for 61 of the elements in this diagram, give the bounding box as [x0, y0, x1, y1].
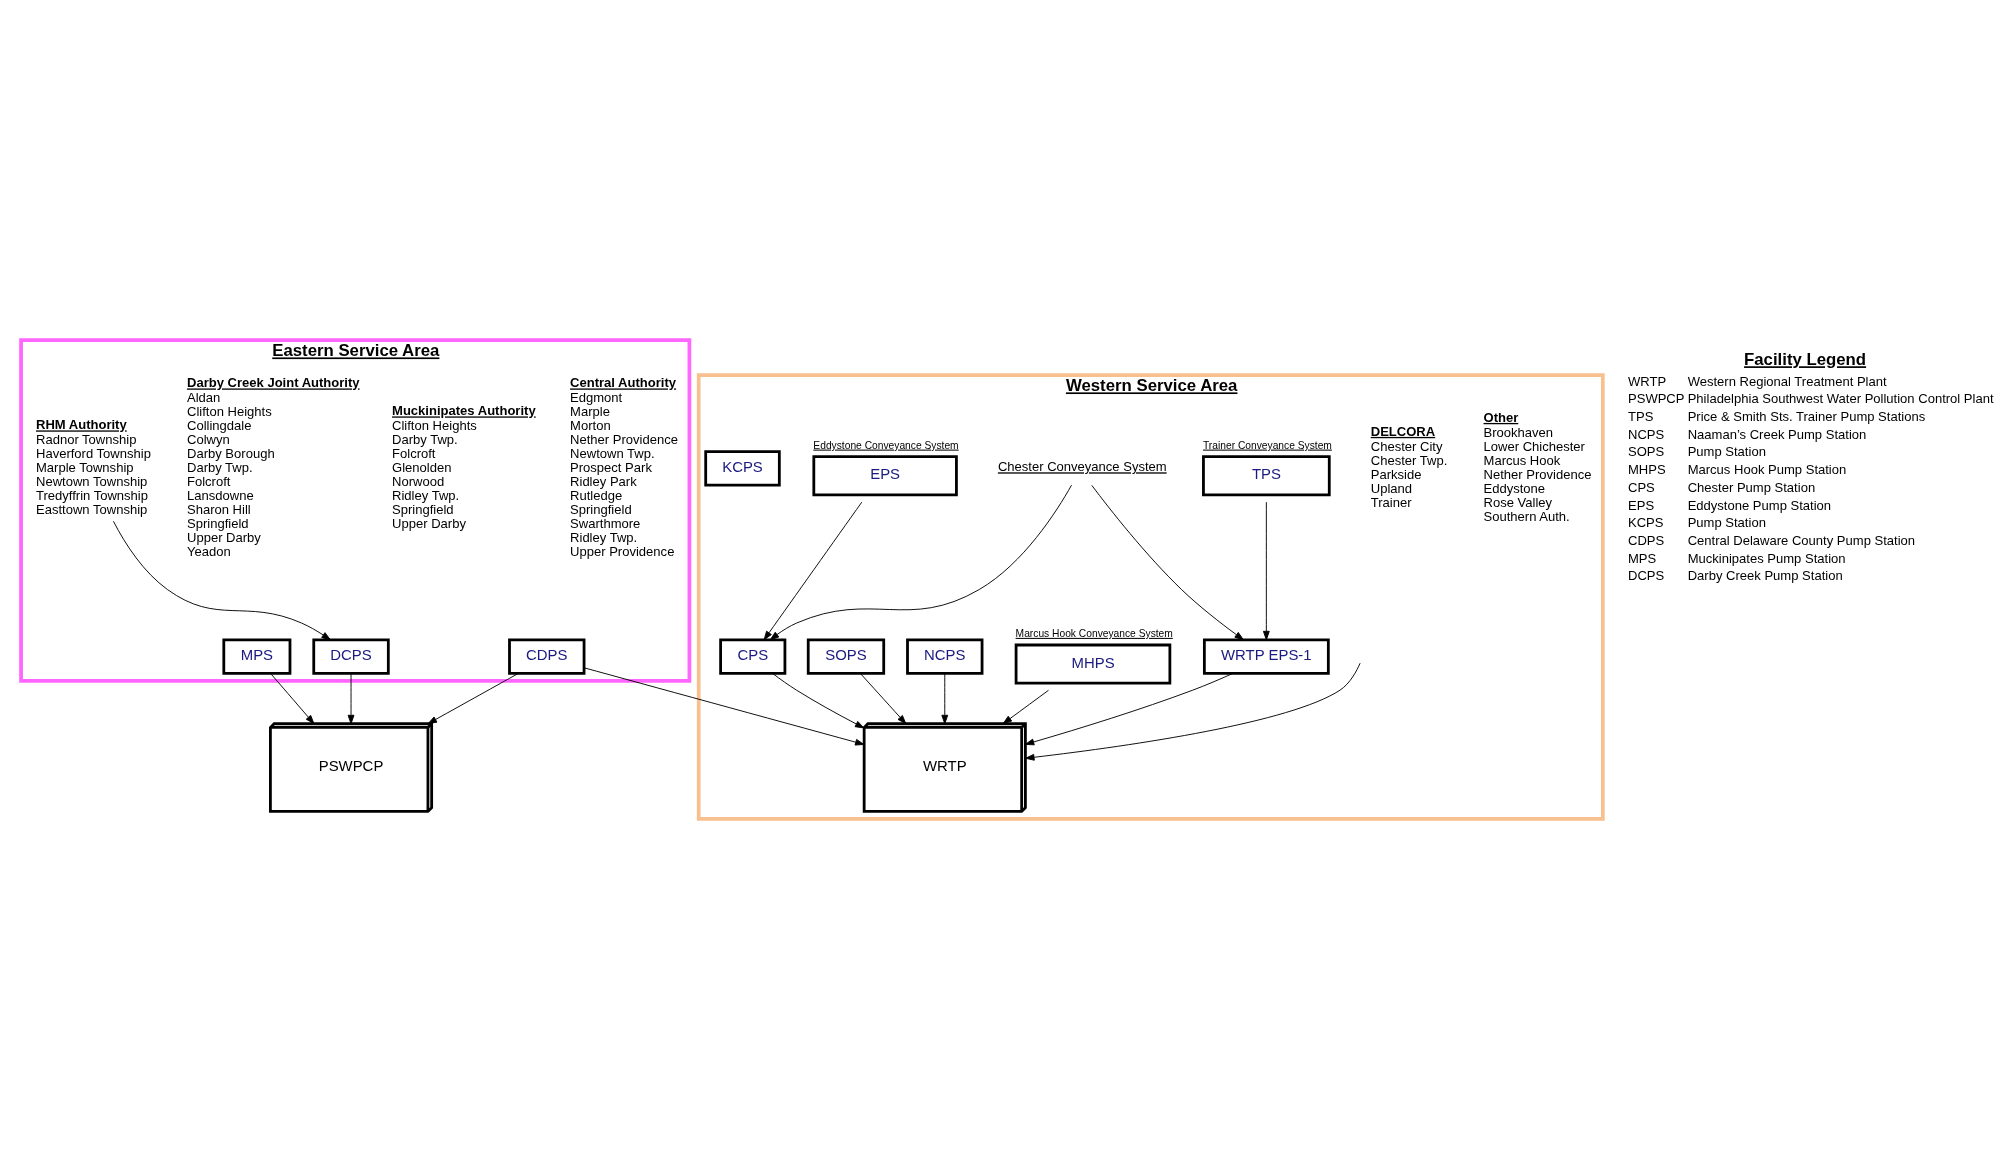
- arrow: [270, 672, 315, 724]
- label: Eddystone Pump Station: [1687, 497, 1832, 513]
- label: PSWPCP: [1628, 390, 1685, 406]
- node-label: Eddystone Conveyance System: [813, 439, 959, 451]
- arrow: [769, 484, 1072, 640]
- node-box: SOPS: [806, 637, 886, 675]
- node-box: MHPS: [1014, 643, 1172, 685]
- label: CDPS: [1628, 532, 1665, 548]
- label: Pump Station: [1687, 514, 1766, 530]
- label: TPS: [1628, 408, 1654, 424]
- label: Darby Creek Pump Station: [1687, 567, 1843, 583]
- label: Philadelphia Southwest Water Pollution Control Plant: [1687, 390, 1994, 406]
- node-text: Central Authority Edgmont Marple Morton Nether Providence Newtown Twp. Prospect Park Ridley Park Rutledge Springfield Swarthmore Ridley Twp. Upper Providence: [570, 374, 679, 559]
- arrow: [427, 672, 519, 724]
- node-box: TPS: [1202, 454, 1331, 496]
- node-box: KCPS: [704, 449, 781, 487]
- label: DCPS: [1628, 567, 1665, 583]
- arrow: [1024, 672, 1234, 745]
- node-box: CPS: [719, 637, 787, 675]
- arrow: [772, 672, 865, 728]
- arrow: [859, 672, 907, 724]
- node-text: Muckinipates Authority Clifton Heights Darby Twp. Folcroft Glenolden Norwood Ridley Twp. Springfield Upper Darby: [392, 402, 536, 531]
- arrow: [112, 520, 331, 640]
- label: Pump Station: [1687, 443, 1766, 459]
- label: Naaman’s Creek Pump Station: [1687, 426, 1867, 442]
- node-box: CDPS: [508, 637, 586, 675]
- label: CPS: [1628, 479, 1655, 495]
- arrow: [583, 666, 865, 746]
- node-box: EPS: [812, 454, 958, 496]
- arrow: [347, 672, 355, 724]
- label: Price & Smith Sts. Trainer Pump Stations: [1687, 408, 1926, 424]
- node-text: RHM Authority Radnor Township Haverford Township Marple Township Newtown Township Tredyffrin Township Easttown Township: [35, 416, 151, 517]
- label: KCPS: [1628, 514, 1664, 530]
- label: Marcus Hook Pump Station: [1687, 461, 1847, 477]
- label: NCPS: [1628, 426, 1665, 442]
- label: MPS: [1628, 550, 1657, 566]
- label: EPS: [1628, 497, 1655, 513]
- arrow: [941, 672, 949, 724]
- label: Facility Legend: [1744, 349, 1867, 369]
- node-label: Marcus Hook Conveyance System: [1015, 627, 1173, 639]
- node-label: Trainer Conveyance System: [1202, 439, 1332, 451]
- node-box: DCPS: [312, 637, 390, 675]
- label: Chester Pump Station: [1687, 479, 1816, 495]
- arrow: [1002, 689, 1049, 724]
- label: Western Regional Treatment Plant: [1687, 373, 1887, 389]
- label: Muckinipates Pump Station: [1687, 550, 1846, 566]
- node-box: MPS: [222, 637, 292, 675]
- label: SOPS: [1628, 443, 1665, 459]
- arrow: [763, 501, 863, 640]
- node-box: WRTP EPS-1: [1202, 637, 1330, 675]
- arrow: [1262, 501, 1270, 640]
- node-text: Chester Conveyance System: [997, 458, 1167, 474]
- arrow: [1025, 662, 1361, 761]
- label: WRTP: [1628, 373, 1667, 389]
- label: Central Delaware County Pump Station: [1687, 532, 1916, 548]
- node-text: DELCORA Chester City Chester Twp. Parkside Upland Trainer: [1370, 423, 1448, 510]
- node-text: Other Brookhaven Lower Chichester Marcus Hook Nether Providence Eddystone Rose Valley Southern Auth.: [1483, 409, 1592, 524]
- arrow: [1091, 484, 1244, 640]
- label: MHPS: [1628, 461, 1666, 477]
- node-box: NCPS: [906, 637, 984, 675]
- node-text: Darby Creek Joint Authority Aldan Clifton Heights Collingdale Colwyn Darby Borough Darby Twp. Folcroft Lansdowne Sharon Hill Springfield Upper Darby Yeadon: [186, 374, 360, 559]
